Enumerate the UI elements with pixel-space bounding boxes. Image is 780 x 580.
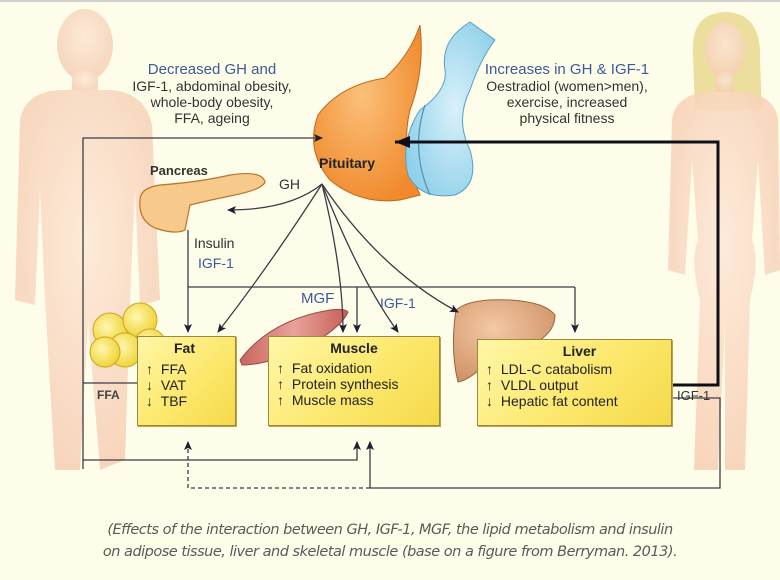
muscle-row-text: Fat oxidation	[291, 360, 373, 376]
top-border	[0, 0, 780, 2]
fat-row-text: FFA	[160, 361, 187, 377]
pituitary-label: Pituitary	[319, 155, 376, 171]
up-arrow-icon: ↑	[277, 360, 284, 376]
pancreas-organ	[139, 172, 266, 233]
up-arrow-icon: ↑	[146, 361, 153, 377]
muscle-row: ↑ Muscle mass	[269, 392, 439, 408]
liver-row: ↑ VLDL output	[478, 377, 671, 393]
down-arrow-icon: ↓	[146, 377, 153, 393]
caption-line-1: (Effects of the interaction between GH, …	[107, 522, 673, 538]
up-arrow-icon: ↑	[486, 377, 493, 393]
ffa-side-label: FFA	[97, 388, 120, 402]
up-arrow-icon: ↑	[486, 361, 493, 377]
fat-box-title: Fat	[174, 340, 195, 356]
insulin-label: Insulin	[194, 235, 235, 251]
igf1-feedback-thick-line	[395, 140, 720, 387]
igf1-pancreas-label: IGF-1	[198, 255, 234, 271]
muscle-box: Muscle ↑ Fat oxidation ↑ Protein synthes…	[268, 336, 440, 426]
liver-row-text: Hepatic fat content	[500, 393, 618, 409]
male-body-silhouette	[15, 9, 160, 470]
igf1-muscle-label: IGF-1	[380, 295, 416, 311]
igf1-liver-label: IGF-1	[677, 388, 711, 403]
decrease-heading: Decreased GH and	[147, 61, 277, 78]
female-body-silhouette	[668, 12, 780, 470]
muscle-row-text: Muscle mass	[291, 392, 374, 408]
fat-row: ↓ TBF	[138, 393, 235, 409]
muscle-row: ↑ Protein synthesis	[269, 376, 439, 392]
liver-box-title: Liver	[562, 343, 597, 359]
liver-row-text: VLDL output	[500, 377, 579, 393]
connector-lines	[82, 134, 721, 489]
down-arrow-icon: ↓	[486, 393, 493, 409]
figure-caption: (Effects of the interaction between GH, …	[0, 519, 780, 563]
liver-row: ↑ LDL-C catabolism	[478, 361, 671, 377]
increase-line-2: Oestradiol (women>men),	[486, 78, 648, 94]
fat-row: ↑ FFA	[138, 361, 235, 377]
decrease-line-4: FFA, ageing	[174, 110, 250, 126]
decrease-factors-text: Decreased GH and IGF-1, abdominal obesit…	[112, 61, 312, 127]
caption-line-2: on adipose tissue, liver and skeletal mu…	[102, 544, 678, 560]
increase-factors-text: Increases in GH & IGF-1 Oestradiol (wome…	[462, 61, 672, 127]
fat-row-text: TBF	[160, 393, 188, 409]
decrease-line-3: whole-body obesity,	[150, 94, 274, 110]
increase-line-3: exercise, increased	[506, 94, 628, 110]
liver-row-text: LDL-C catabolism	[500, 361, 613, 377]
liver-row: ↓ Hepatic fat content	[478, 393, 671, 409]
fat-row-text: VAT	[160, 377, 187, 393]
pancreas-label: Pancreas	[150, 163, 208, 178]
mgf-label: MGF	[301, 290, 335, 307]
up-arrow-icon: ↑	[277, 376, 284, 392]
muscle-row-text: Protein synthesis	[291, 376, 399, 392]
muscle-row: ↑ Fat oxidation	[269, 360, 439, 376]
fat-box: Fat ↑ FFA ↓ VAT ↓ TBF	[137, 336, 236, 426]
pituitary-gland	[313, 21, 496, 202]
fat-row: ↓ VAT	[138, 377, 235, 393]
dashed-feedback-line	[184, 441, 370, 489]
up-arrow-icon: ↑	[277, 392, 284, 408]
increase-line-4: physical fitness	[519, 110, 615, 126]
decrease-line-2: IGF-1, abdominal obesity,	[132, 78, 292, 94]
igf1-feedback-arrowhead	[395, 136, 410, 148]
diagram-canvas	[15, 9, 780, 489]
increase-heading: Increases in GH & IGF-1	[484, 61, 650, 78]
gh-label: GH	[279, 176, 300, 192]
muscle-box-title: Muscle	[330, 340, 378, 356]
liver-box: Liver ↑ LDL-C catabolism ↑ VLDL output ↓…	[477, 339, 672, 426]
down-arrow-icon: ↓	[146, 393, 153, 409]
